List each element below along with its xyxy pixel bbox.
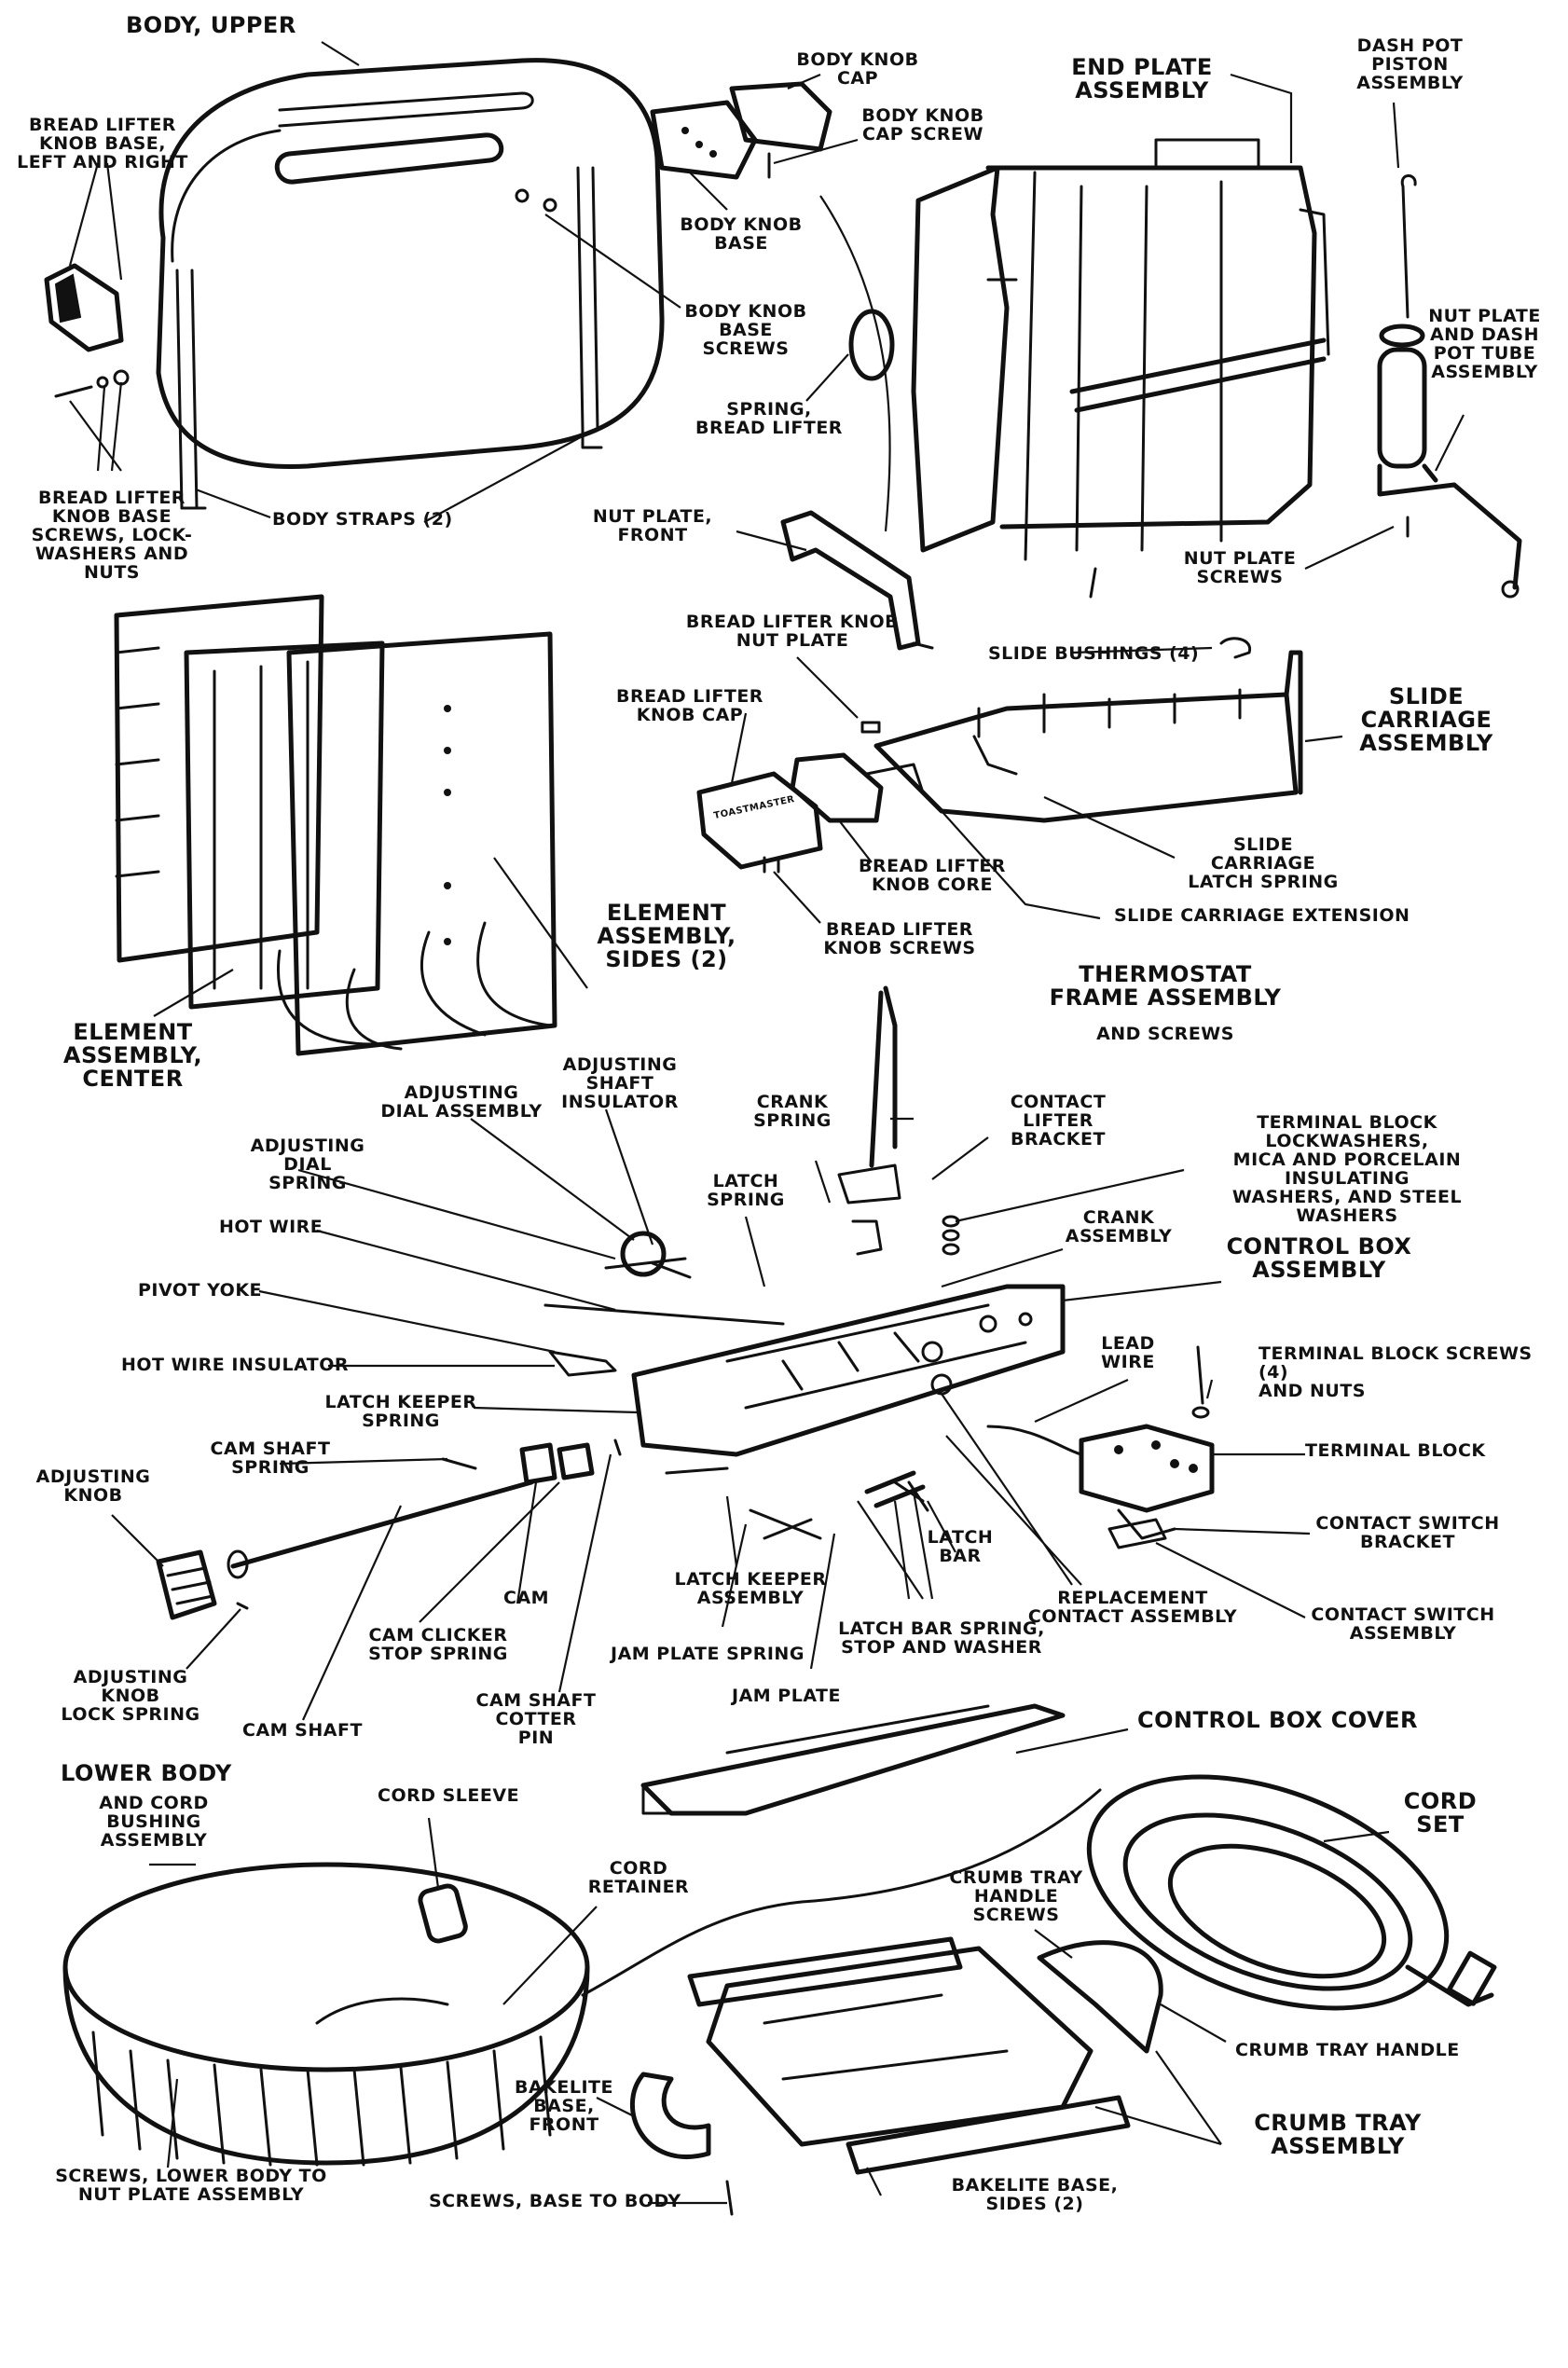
label-lead-wire: LEAD WIRE bbox=[1101, 1333, 1155, 1372]
label-crank-spring: CRANK SPRING bbox=[753, 1092, 832, 1131]
cam-shaft-drawing bbox=[156, 1439, 622, 1620]
label-cam: CAM bbox=[503, 1588, 550, 1608]
nut-plate-front-drawing bbox=[780, 195, 934, 651]
label-cord-retainer: CORD RETAINER bbox=[587, 1858, 690, 1897]
label-contact-lifter-bracket: CONTACT LIFTER BRACKET bbox=[1010, 1092, 1107, 1150]
label-thermostat-frame: THERMOSTAT FRAME ASSEMBLY bbox=[1049, 961, 1282, 1012]
label-jam-plate: JAM PLATE bbox=[732, 1686, 841, 1706]
label-control-box-cover: CONTROL BOX COVER bbox=[1137, 1707, 1419, 1733]
label-cam-clicker-stop-spring: CAM CLICKER STOP SPRING bbox=[368, 1625, 508, 1664]
label-slide-carriage-assembly: SLIDE CARRIAGE ASSEMBLY bbox=[1359, 683, 1493, 757]
label-screws-lower-body: SCREWS, LOWER BODY TO NUT PLATE ASSEMBLY bbox=[55, 2166, 327, 2205]
crumb-tray-drawing bbox=[630, 1936, 1163, 2216]
end-plate-drawing bbox=[911, 138, 1330, 599]
dash-pot-drawing bbox=[1377, 174, 1522, 599]
label-crumb-tray-assembly: CRUMB TRAY ASSEMBLY bbox=[1254, 2110, 1422, 2160]
label-pivot-yoke: PIVOT YOKE bbox=[138, 1280, 263, 1301]
upper-body-drawing bbox=[156, 58, 665, 510]
label-slide-bushings: SLIDE BUSHINGS (4) bbox=[988, 643, 1200, 664]
label-nut-plate-screws: NUT PLATE SCREWS bbox=[1183, 548, 1297, 587]
label-slide-carriage-latch-spring: SLIDE CARRIAGE LATCH SPRING bbox=[1188, 834, 1339, 892]
label-replacement-contact-assembly: REPLACEMENT CONTACT ASSEMBLY bbox=[1027, 1588, 1238, 1627]
label-latch-keeper-spring: LATCH KEEPER SPRING bbox=[324, 1392, 477, 1431]
element-assembly-drawing bbox=[114, 594, 557, 1056]
label-crumb-tray-handle-screws: CRUMB TRAY HANDLE SCREWS bbox=[949, 1867, 1083, 1925]
label-adjusting-dial-assembly: ADJUSTING DIAL ASSEMBLY bbox=[380, 1082, 543, 1122]
label-body-straps: BODY STRAPS (2) bbox=[272, 509, 453, 530]
bread-lifter-knob-drawing bbox=[696, 721, 884, 874]
label-crumb-tray-handle: CRUMB TRAY HANDLE bbox=[1235, 2040, 1460, 2060]
label-latch-bar-spring: LATCH BAR SPRING, STOP AND WASHER bbox=[838, 1618, 1045, 1658]
label-contact-switch-bracket: CONTACT SWITCH BRACKET bbox=[1315, 1513, 1500, 1552]
terminal-block-drawing bbox=[942, 1215, 1215, 1549]
label-bakelite-base-sides: BAKELITE BASE, SIDES (2) bbox=[951, 2175, 1119, 2214]
label-latch-spring: LATCH SPRING bbox=[707, 1171, 785, 1210]
label-cam-shaft: CAM SHAFT bbox=[242, 1720, 363, 1741]
label-cord-set: CORD SET bbox=[1403, 1788, 1478, 1838]
label-cam-shaft-spring: CAM SHAFT SPRING bbox=[210, 1439, 331, 1478]
control-box-drawing bbox=[631, 1284, 1066, 1457]
label-spring-bread-lifter: SPRING, BREAD LIFTER bbox=[695, 399, 843, 438]
cord-set-drawing bbox=[1086, 1774, 1497, 2011]
label-bread-lifter-knob-base: BREAD LIFTER KNOB BASE, LEFT AND RIGHT bbox=[17, 115, 188, 172]
label-lower-body: LOWER BODY bbox=[61, 1760, 232, 1786]
label-terminal-block-screws: TERMINAL BLOCK SCREWS (4) AND NUTS bbox=[1259, 1343, 1533, 1401]
bread-lifter-knob-base-drawing bbox=[44, 263, 130, 398]
label-bread-lifter-knob-base-screws: BREAD LIFTER KNOB BASE SCREWS, LOCK- WAS… bbox=[31, 488, 193, 583]
label-element-assembly-sides: ELEMENT ASSEMBLY, SIDES (2) bbox=[597, 900, 736, 973]
label-terminal-block-washers: TERMINAL BLOCK LOCKWASHERS, MICA AND POR… bbox=[1231, 1112, 1463, 1226]
label-slide-carriage-extension: SLIDE CARRIAGE EXTENSION bbox=[1114, 905, 1410, 926]
label-latch-bar: LATCH BAR bbox=[927, 1527, 994, 1566]
label-latch-keeper-assembly: LATCH KEEPER ASSEMBLY bbox=[674, 1569, 827, 1608]
hot-wire-drawing bbox=[543, 1303, 785, 1377]
slide-carriage-drawing bbox=[865, 637, 1303, 823]
label-body-upper: BODY, UPPER bbox=[126, 12, 296, 38]
leader-lines bbox=[68, 41, 1465, 2205]
label-bread-lifter-knob-screws: BREAD LIFTER KNOB SCREWS bbox=[823, 919, 976, 958]
label-nut-plate-front: NUT PLATE, FRONT bbox=[592, 506, 713, 545]
label-control-box-assembly: CONTROL BOX ASSEMBLY bbox=[1226, 1233, 1412, 1284]
label-terminal-block: TERMINAL BLOCK bbox=[1305, 1440, 1486, 1461]
label-adjusting-knob: ADJUSTING KNOB bbox=[35, 1466, 151, 1506]
label-body-knob-base-screws: BODY KNOB BASE SCREWS bbox=[684, 301, 807, 359]
label-cord-sleeve: CORD SLEEVE bbox=[378, 1785, 520, 1806]
label-cam-shaft-cotter-pin: CAM SHAFT COTTER PIN bbox=[475, 1690, 597, 1748]
label-crank-assembly: CRANK ASSEMBLY bbox=[1065, 1207, 1173, 1246]
label-jam-plate-spring: JAM PLATE SPRING bbox=[611, 1644, 805, 1664]
label-hot-wire-insulator: HOT WIRE INSULATOR bbox=[121, 1355, 350, 1375]
label-dash-pot-piston: DASH POT PISTON ASSEMBLY bbox=[1356, 35, 1464, 93]
label-hot-wire: HOT WIRE bbox=[219, 1217, 323, 1237]
label-adjusting-shaft-insulator: ADJUSTING SHAFT INSULATOR bbox=[561, 1054, 679, 1112]
label-element-assembly-center: ELEMENT ASSEMBLY, CENTER bbox=[62, 1019, 203, 1093]
label-bread-lifter-knob-core: BREAD LIFTER KNOB CORE bbox=[859, 856, 1006, 895]
label-body-knob-base: BODY KNOB BASE bbox=[680, 214, 803, 254]
label-contact-switch-assembly: CONTACT SWITCH ASSEMBLY bbox=[1311, 1604, 1495, 1644]
label-and-screws: AND SCREWS bbox=[1096, 1024, 1234, 1044]
adjusting-dial-drawing bbox=[604, 1231, 692, 1279]
label-cord-bushing-assembly: AND CORD BUSHING ASSEMBLY bbox=[99, 1793, 209, 1851]
label-adjusting-dial-spring: ADJUSTING DIAL SPRING bbox=[250, 1136, 365, 1193]
control-box-cover-drawing bbox=[640, 1703, 1066, 1816]
label-bread-lifter-knob-nut-plate: BREAD LIFTER KNOB NUT PLATE bbox=[685, 612, 900, 651]
body-knob-drawing bbox=[650, 81, 895, 381]
thermostat-frame-drawing bbox=[837, 985, 901, 1256]
label-body-knob-cap: BODY KNOB CAP bbox=[796, 49, 919, 89]
label-bakelite-base-front: BAKELITE BASE, FRONT bbox=[514, 2077, 613, 2135]
label-nut-plate-dash-pot-tube: NUT PLATE AND DASH POT TUBE ASSEMBLY bbox=[1428, 306, 1541, 382]
label-bread-lifter-knob-cap: BREAD LIFTER KNOB CAP bbox=[616, 686, 763, 725]
latch-keeper-drawing bbox=[665, 1466, 929, 1540]
label-adjusting-knob-lock-spring: ADJUSTING KNOB LOCK SPRING bbox=[61, 1667, 200, 1725]
label-end-plate-assembly: END PLATE ASSEMBLY bbox=[1071, 54, 1213, 104]
label-screws-base-to-body: SCREWS, BASE TO BODY bbox=[429, 2191, 681, 2211]
label-body-knob-cap-screw: BODY KNOB CAP SCREW bbox=[861, 105, 984, 145]
lower-body-drawing bbox=[62, 1788, 1102, 2167]
